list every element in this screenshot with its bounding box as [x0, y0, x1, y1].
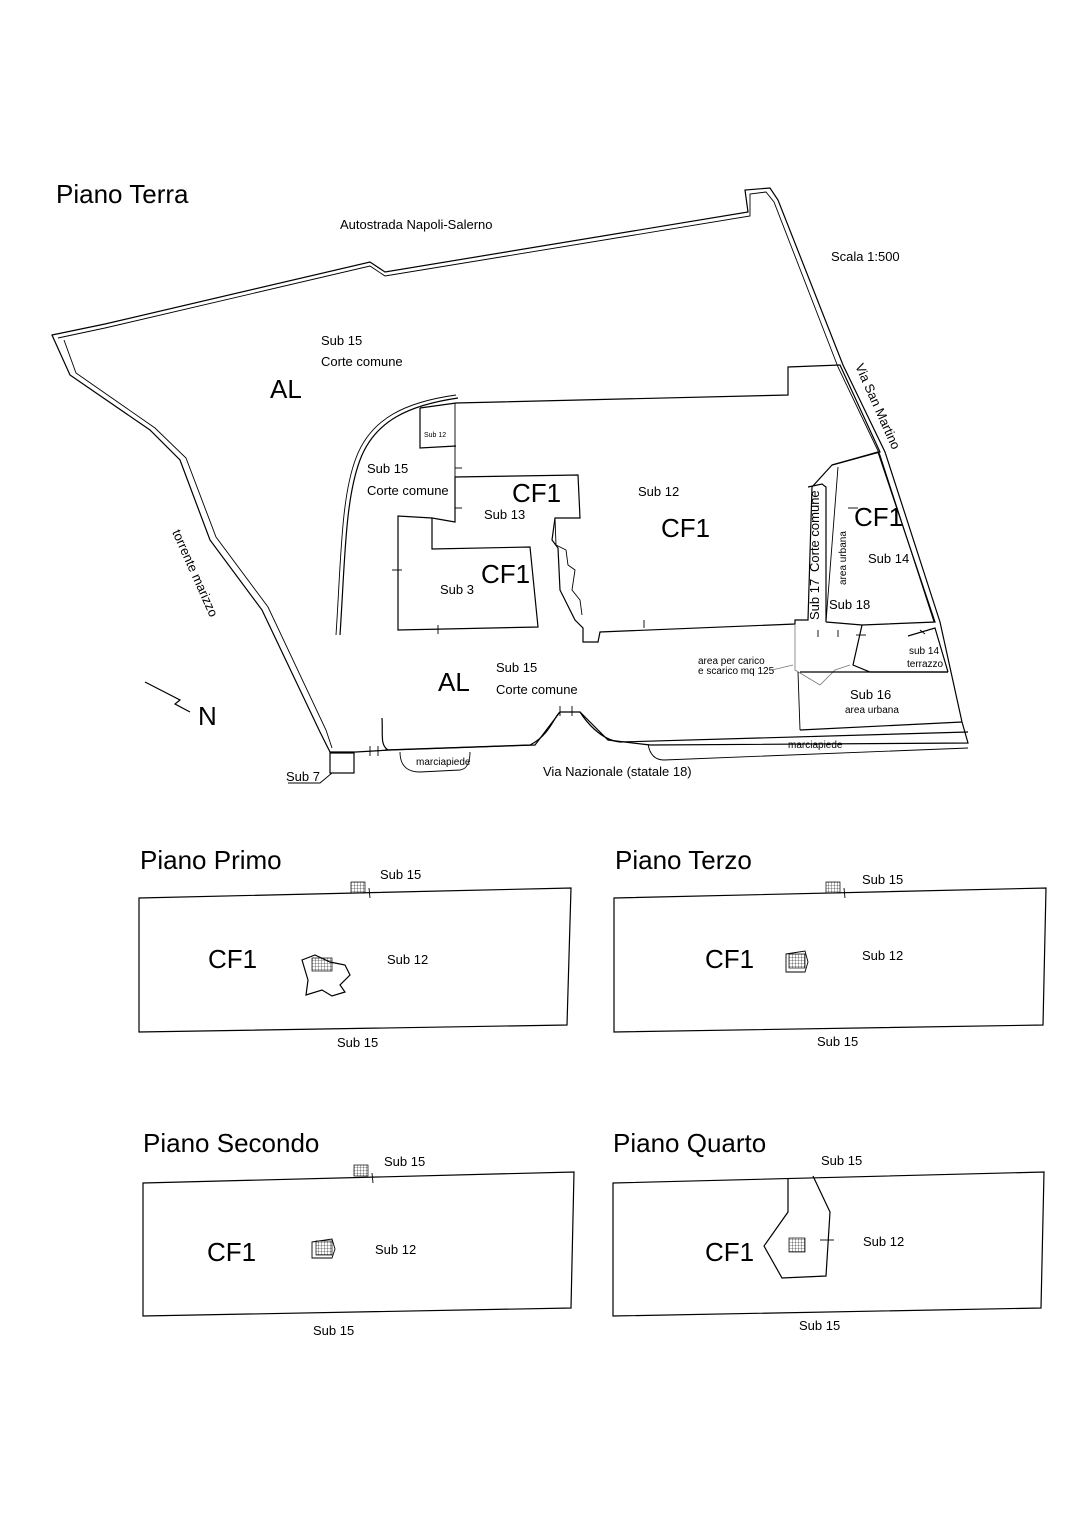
sidewalk-left [399, 751, 471, 773]
sub15-label: Sub 15 [367, 461, 408, 476]
first-floor-plan: Piano Primo Sub 15 CF1 Sub 12 Sub 15 [138, 845, 572, 1050]
floor-title: Piano Quarto [613, 1128, 766, 1158]
sub15-label: Sub 15 [496, 660, 537, 675]
sub15-label: Sub 15 [321, 333, 362, 348]
floor-title: Piano Terzo [615, 845, 752, 875]
stairwell-shape [763, 1175, 831, 1279]
loading-area-label: area per carico [698, 656, 765, 667]
loading-area-size-label: e scarico mq 125 [698, 666, 775, 677]
sub14-terrazzo-label: sub 14 [909, 646, 939, 657]
sub12-building [397, 364, 881, 643]
corte-comune-label: Corte comune [807, 490, 822, 572]
sub15-label: Sub 15 [337, 1035, 378, 1050]
sub12-label: Sub 12 [862, 948, 903, 963]
sub15-label: Sub 15 [380, 867, 421, 882]
terrazzo-label: terrazzo [907, 659, 944, 670]
sub15-label: Sub 15 [799, 1318, 840, 1333]
ground-floor-title: Piano Terra [56, 179, 189, 209]
stair-icon [788, 953, 806, 969]
sub12-label: Sub 12 [638, 484, 679, 499]
floor-outline [138, 887, 572, 1033]
sub13-label: Sub 13 [484, 507, 525, 522]
floor-outline [613, 887, 1047, 1033]
sub7-box [329, 752, 355, 774]
stair-icon [315, 1240, 333, 1256]
cf1-label: CF1 [854, 502, 903, 532]
stair-icon [353, 1164, 369, 1177]
floor-title: Piano Secondo [143, 1128, 319, 1158]
scale-label: Scala 1:500 [831, 249, 900, 264]
highway-label: Autostrada Napoli-Salerno [340, 217, 492, 232]
corte-comune-label: Corte comune [496, 682, 578, 697]
stair-icon [350, 881, 366, 894]
floor-outline [142, 1171, 575, 1317]
third-floor-plan: Piano Terzo Sub 15 CF1 Sub 12 Sub 15 [613, 845, 1047, 1049]
cf1-label: CF1 [705, 944, 754, 974]
sidewalk-label: marciapiede [788, 740, 843, 751]
torrent-label: torrente marizzo [169, 527, 221, 619]
courtyard-curve [339, 397, 459, 636]
cf1-label: CF1 [705, 1237, 754, 1267]
sub18-label: Sub 18 [829, 597, 870, 612]
area-urbana-label: area urbana [845, 705, 899, 716]
sub15-label: Sub 15 [384, 1154, 425, 1169]
north-arrow [144, 681, 191, 713]
site-boundary [51, 187, 969, 753]
sidewalk-label: marciapiede [416, 757, 471, 768]
corte-comune-label: Corte comune [321, 354, 403, 369]
cf1-label: CF1 [661, 513, 710, 543]
sub17-label: Sub 17 [807, 579, 822, 620]
sub15-label: Sub 15 [862, 872, 903, 887]
sub12-small-label: Sub 12 [424, 432, 446, 439]
area-urbana-label: area urbana [838, 531, 849, 585]
via-nazionale-label: Via Nazionale (statale 18) [543, 764, 692, 779]
floor-title: Piano Primo [140, 845, 282, 875]
cf1-label: CF1 [207, 1237, 256, 1267]
stair-icon [311, 957, 333, 972]
sub16-label: Sub 16 [850, 687, 891, 702]
second-floor-plan: Piano Secondo Sub 15 CF1 Sub 12 Sub 15 [142, 1128, 575, 1338]
fourth-floor-plan: Piano Quarto Sub 15 CF1 Sub 12 Sub 15 [612, 1128, 1045, 1333]
ground-floor-plan: Piano Terra [51, 179, 969, 784]
stair-icon [825, 881, 841, 894]
sub15-label: Sub 15 [817, 1034, 858, 1049]
sidewalk-right [647, 743, 969, 761]
sub3-label: Sub 3 [440, 582, 474, 597]
cf1-label: CF1 [481, 559, 530, 589]
sub15-label: Sub 15 [821, 1153, 862, 1168]
sub12-label: Sub 12 [863, 1234, 904, 1249]
sub12-label: Sub 12 [387, 952, 428, 967]
corte-comune-label: Corte comune [367, 483, 449, 498]
north-label: N [198, 701, 217, 731]
sub14-label: Sub 14 [868, 551, 909, 566]
sub15-label: Sub 15 [313, 1323, 354, 1338]
sub12-label: Sub 12 [375, 1242, 416, 1257]
cf1-label: CF1 [208, 944, 257, 974]
stair-icon [788, 1237, 806, 1253]
floor-outline [612, 1171, 1045, 1317]
cf1-label: CF1 [512, 478, 561, 508]
al-label: AL [270, 374, 302, 404]
sub7-label: Sub 7 [286, 769, 320, 784]
al-label: AL [438, 667, 470, 697]
